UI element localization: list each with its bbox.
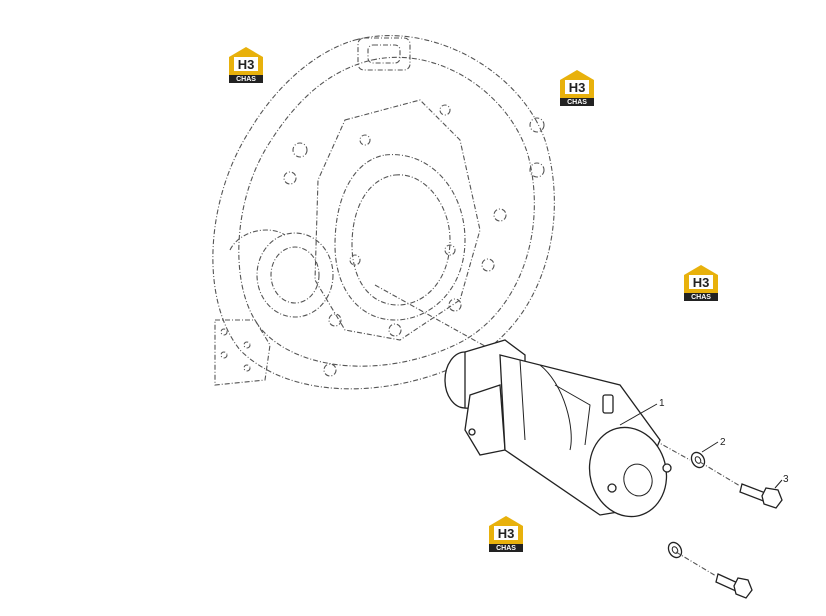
svg-text:CHAS: CHAS [496, 545, 516, 552]
svg-text:CHAS: CHAS [691, 294, 711, 301]
callout-1: 1 [659, 398, 665, 409]
callout-3: 3 [783, 474, 789, 485]
watermark-logo: CHAS [489, 516, 523, 552]
watermark-logo: CHAS [684, 265, 718, 301]
bolt [675, 461, 783, 599]
watermark-logo: CHAS [560, 70, 594, 106]
washer [667, 451, 706, 559]
watermark-logo: CHAS [229, 47, 263, 83]
svg-text:CHAS: CHAS [567, 99, 587, 106]
svg-text:CHAS: CHAS [236, 76, 256, 83]
callout-2: 2 [720, 437, 726, 448]
callouts: 1 2 3 [619, 398, 789, 489]
starter-motor [444, 339, 672, 518]
